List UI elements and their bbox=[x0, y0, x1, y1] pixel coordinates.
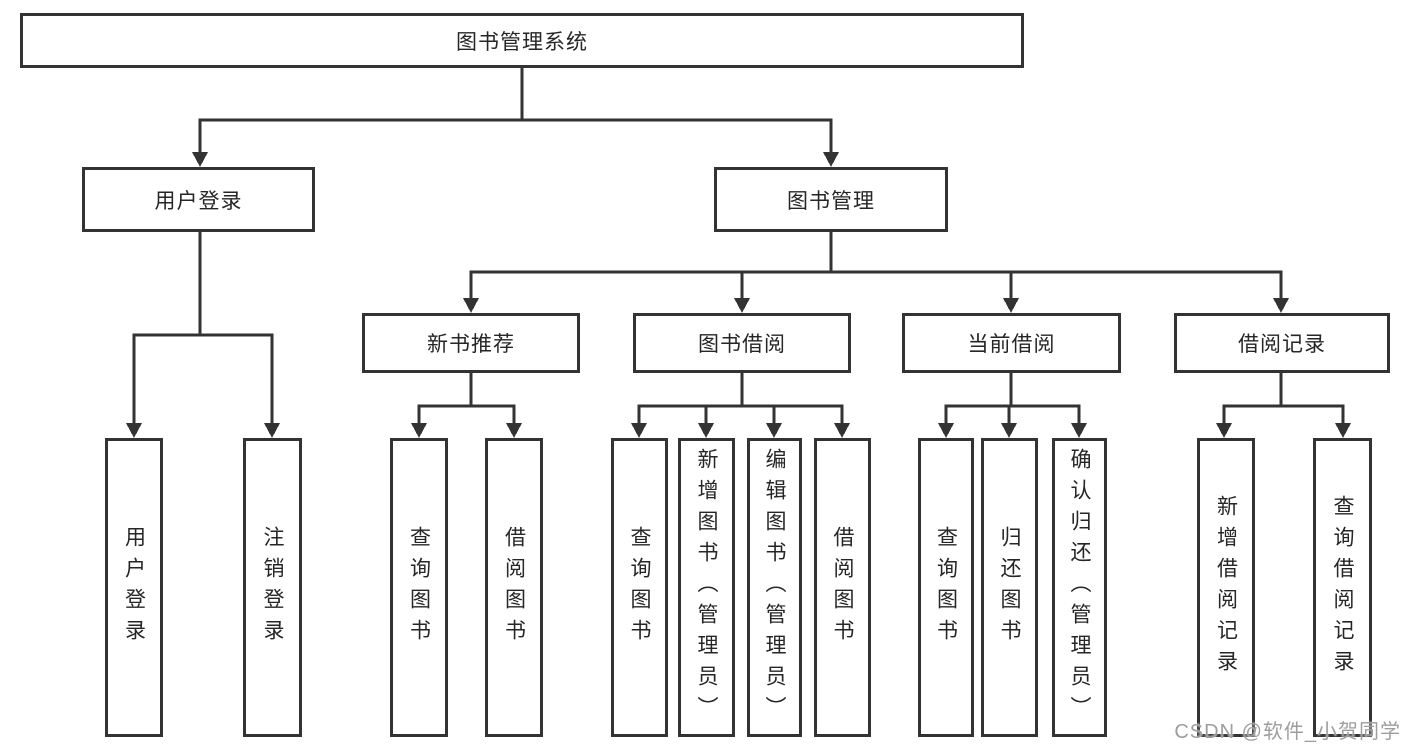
leaf-logout: 注销登录 bbox=[243, 438, 302, 737]
connector-new-book-to-leaves bbox=[411, 373, 522, 438]
node-new-book-rec-label: 新书推荐 bbox=[427, 333, 515, 356]
leaf-bb-add-books-label: 新增图书（管理员） bbox=[695, 448, 718, 727]
leaf-bb-add-books: 新增图书（管理员） bbox=[678, 438, 735, 737]
connector-user-login-to-leaves bbox=[126, 232, 280, 438]
node-borrow-records: 借阅记录 bbox=[1174, 313, 1390, 373]
leaf-br-query-record-label: 查询借阅记录 bbox=[1331, 494, 1354, 681]
node-current-borrow: 当前借阅 bbox=[902, 313, 1121, 373]
node-book-mgmt: 图书管理 bbox=[714, 167, 948, 232]
connector-borrow-records-to-leaves bbox=[1216, 373, 1351, 438]
leaf-br-add-record-label: 新增借阅记录 bbox=[1214, 494, 1238, 681]
leaf-bb-query-books-label: 查询图书 bbox=[628, 525, 651, 650]
leaf-cb-query-books-label: 查询图书 bbox=[934, 525, 958, 650]
leaf-br-query-record: 查询借阅记录 bbox=[1313, 438, 1372, 737]
leaf-cb-return-books-label: 归还图书 bbox=[998, 525, 1021, 650]
csdn-watermark: CSDN @软件_小贺同学 bbox=[1174, 721, 1401, 743]
node-root-label: 图书管理系统 bbox=[456, 30, 588, 54]
connector-book-mgmt-to-level3 bbox=[463, 232, 1289, 313]
leaf-cb-confirm-return: 确认归还（管理员） bbox=[1052, 438, 1107, 737]
node-user-login-label: 用户登录 bbox=[154, 189, 243, 213]
leaf-user-login: 用户登录 bbox=[105, 438, 163, 737]
node-user-login: 用户登录 bbox=[82, 167, 315, 232]
leaf-logout-label: 注销登录 bbox=[261, 525, 284, 650]
leaf-nbr-borrow-books-label: 借阅图书 bbox=[502, 525, 526, 650]
node-new-book-rec: 新书推荐 bbox=[362, 313, 580, 373]
leaf-bb-edit-books: 编辑图书（管理员） bbox=[747, 438, 802, 737]
leaf-bb-borrow-books: 借阅图书 bbox=[814, 438, 871, 737]
leaf-br-add-record: 新增借阅记录 bbox=[1197, 438, 1255, 737]
node-book-mgmt-label: 图书管理 bbox=[787, 189, 875, 213]
connector-current-borrow-to-leaves bbox=[938, 373, 1087, 438]
leaf-bb-edit-books-label: 编辑图书（管理员） bbox=[763, 448, 786, 727]
leaf-nbr-query-books-label: 查询图书 bbox=[407, 525, 431, 650]
leaf-bb-borrow-books-label: 借阅图书 bbox=[831, 525, 854, 650]
node-root: 图书管理系统 bbox=[20, 13, 1024, 68]
connector-root-to-level2 bbox=[192, 68, 839, 167]
leaf-user-login-label: 用户登录 bbox=[122, 525, 146, 650]
leaf-nbr-query-books: 查询图书 bbox=[390, 438, 448, 737]
connector-book-borrow-to-leaves bbox=[631, 373, 850, 438]
node-current-borrow-label: 当前借阅 bbox=[967, 333, 1056, 356]
node-book-borrow-label: 图书借阅 bbox=[698, 333, 786, 356]
leaf-cb-return-books: 归还图书 bbox=[981, 438, 1038, 737]
node-borrow-records-label: 借阅记录 bbox=[1238, 333, 1326, 356]
node-book-borrow: 图书借阅 bbox=[633, 313, 851, 373]
leaf-cb-query-books: 查询图书 bbox=[918, 438, 974, 737]
leaf-bb-query-books: 查询图书 bbox=[611, 438, 668, 737]
leaf-cb-confirm-return-label: 确认归还（管理员） bbox=[1068, 448, 1091, 727]
leaf-nbr-borrow-books: 借阅图书 bbox=[485, 438, 543, 737]
